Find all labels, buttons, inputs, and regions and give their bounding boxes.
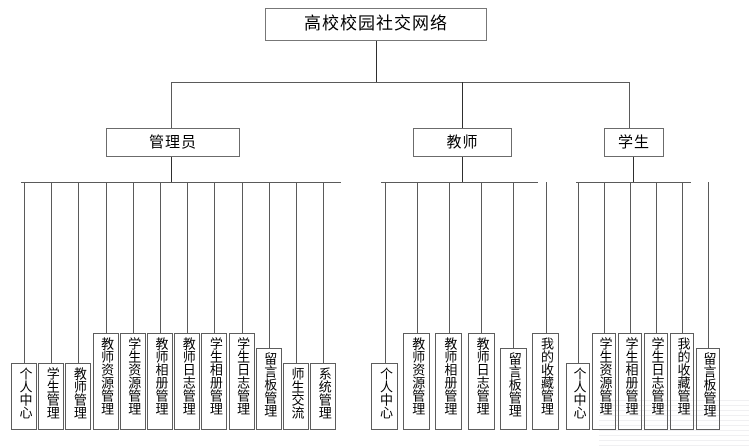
leaf-node-label: 教师相册管理 [441,337,457,415]
connector-drop-teacher-6 [546,182,547,333]
leaf-node-label: 教师日志管理 [179,337,195,415]
leaf-node-label: 教师管理 [70,367,86,419]
leaf-node-admin-8[interactable]: 学生相册管理 [201,333,228,430]
leaf-node-student-5[interactable]: 我的收藏管理 [670,333,694,430]
branch-node-admin[interactable]: 管理员 [106,128,240,157]
leaf-node-admin-1[interactable]: 个人中心 [11,363,37,430]
connector-drop-student-1 [578,182,579,363]
connector-leafbus-student [576,182,691,183]
leaf-node-student-4[interactable]: 学生日志管理 [644,333,668,430]
leaf-node-label: 我的收藏管理 [538,337,553,415]
leaf-node-admin-9[interactable]: 学生日志管理 [228,333,255,430]
leaf-node-teacher-3[interactable]: 教师相册管理 [435,333,463,430]
connector-leafbus-admin [21,182,341,183]
connector-drop-admin-10 [269,182,270,348]
leaf-node-label: 学生相册管理 [206,337,222,415]
leaf-node-label: 个人中心 [16,367,32,419]
connector-stem-admin [171,157,172,182]
leaf-node-label: 留言板管理 [505,352,521,417]
connector-drop-admin-4 [106,182,107,333]
leaf-node-label: 学生日志管理 [648,337,664,415]
leaf-node-admin-3[interactable]: 教师管理 [65,363,92,430]
leaf-node-admin-7[interactable]: 教师日志管理 [174,333,201,430]
leaf-node-label: 留言板管理 [261,352,277,417]
branch-node-teacher-label: 教师 [446,132,479,151]
connector-drop-admin-9 [242,182,243,333]
connector-drop-admin-11 [296,182,297,363]
leaf-node-teacher-4[interactable]: 教师日志管理 [467,333,495,430]
leaf-node-teacher-5[interactable]: 留言板管理 [499,348,527,430]
connector-stem-student [633,157,634,182]
connector-drop-student-6 [708,182,709,348]
connector-drop-admin-6 [160,182,161,333]
leaf-node-teacher-1[interactable]: 个人中心 [371,363,398,430]
leaf-node-label: 教师日志管理 [473,337,489,415]
connector-drop-admin-8 [214,182,215,333]
leaf-node-label: 个人中心 [570,367,586,419]
leaf-node-label: 留言板管理 [700,352,716,417]
leaf-node-label: 学生资源管理 [125,337,141,415]
branch-node-student[interactable]: 学生 [604,128,664,157]
leaf-node-student-6[interactable]: 留言板管理 [696,348,720,430]
connector-drop-admin-7 [187,182,188,333]
leaf-node-admin-5[interactable]: 学生资源管理 [119,333,146,430]
leaf-node-label: 教师资源管理 [98,337,114,415]
connector-drop-teacher-4 [481,182,482,333]
connector-drop-teacher [462,82,463,128]
connector-leafbus-teacher [381,182,538,183]
connector-drop-admin-2 [51,182,52,363]
connector-drop-teacher-2 [417,182,418,333]
leaf-node-label: 学生管理 [43,367,59,419]
connector-drop-student-5 [682,182,683,333]
connector-level2-bus [171,82,629,83]
connector-drop-admin [171,82,172,128]
leaf-node-admin-2[interactable]: 学生管理 [38,363,65,430]
leaf-node-label: 个人中心 [377,367,392,419]
leaf-node-label: 教师相册管理 [152,337,168,415]
root-node-label: 高校校园社交网络 [304,13,448,34]
branch-node-student-label: 学生 [617,132,650,151]
connector-drop-admin-1 [24,182,25,363]
leaf-node-label: 师生交流 [288,367,304,419]
connector-drop-teacher-3 [449,182,450,333]
branch-node-teacher[interactable]: 教师 [413,128,512,157]
leaf-node-teacher-2[interactable]: 教师资源管理 [403,333,431,430]
connector-drop-admin-12 [323,182,324,363]
connector-drop-student-3 [630,182,631,333]
leaf-node-student-3[interactable]: 学生相册管理 [618,333,642,430]
leaf-node-admin-6[interactable]: 教师相册管理 [147,333,173,430]
connector-drop-teacher-5 [513,182,514,348]
leaf-node-label: 教师资源管理 [409,337,425,415]
connector-drop-admin-3 [78,182,79,363]
connector-stem-teacher [462,157,463,182]
leaf-node-student-2[interactable]: 学生资源管理 [592,333,616,430]
root-node[interactable]: 高校校园社交网络 [265,8,487,41]
leaf-node-label: 学生资源管理 [596,337,612,415]
connector-drop-student-4 [656,182,657,333]
leaf-node-student-1[interactable]: 个人中心 [566,363,590,430]
leaf-node-admin-10[interactable]: 留言板管理 [255,348,282,430]
connector-root-stem [376,41,377,82]
leaf-node-admin-4[interactable]: 教师资源管理 [92,333,119,430]
leaf-node-label: 学生日志管理 [234,337,250,415]
leaf-node-label: 系统管理 [315,367,331,419]
leaf-node-teacher-6[interactable]: 我的收藏管理 [532,333,559,430]
connector-drop-admin-5 [133,182,134,333]
connector-drop-teacher-1 [385,182,386,363]
leaf-node-admin-12[interactable]: 系统管理 [310,363,337,430]
branch-node-admin-label: 管理员 [148,132,197,151]
leaf-node-admin-11[interactable]: 师生交流 [283,363,309,430]
connector-drop-student [629,82,630,128]
leaf-node-label: 学生相册管理 [622,337,638,415]
connector-drop-student-2 [604,182,605,333]
leaf-node-label: 我的收藏管理 [674,337,690,415]
